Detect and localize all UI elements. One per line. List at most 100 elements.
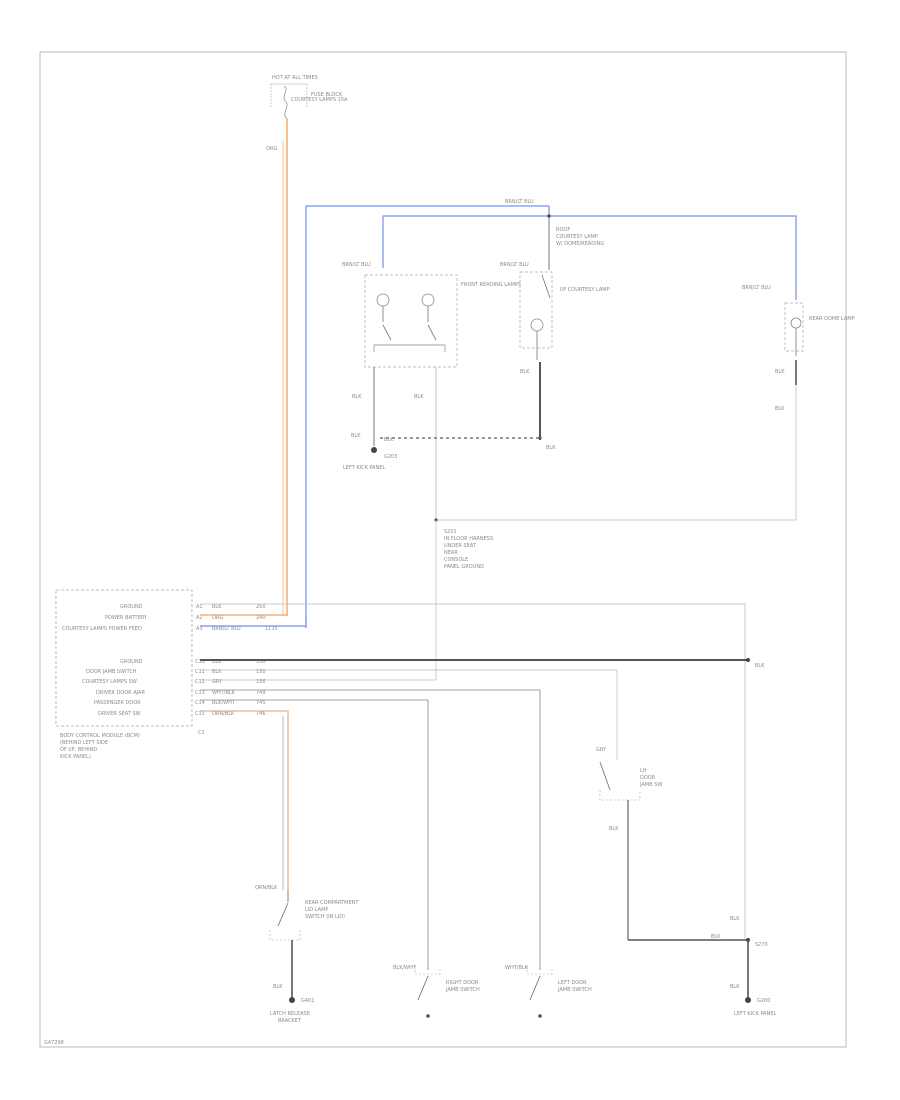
body-control-module: GROUND A1 BLK 250 POWER BATTERY A2 ORG 2…: [55, 589, 278, 760]
fuse-title: HOT AT ALL TIMES: [272, 75, 318, 81]
svg-text:746: 746: [256, 711, 266, 717]
module-connector: C1: [198, 730, 205, 736]
left-door-ground-icon: [538, 1014, 542, 1018]
svg-text:SWITCH (IN LID): SWITCH (IN LID): [305, 914, 345, 920]
svg-text:NEAR: NEAR: [444, 550, 458, 556]
pin-row-c14: PASSENGER DOOR C14 BLK/WHT 745: [94, 700, 266, 706]
g200-location: LEFT KICK PANEL: [734, 1011, 777, 1017]
svg-text:POWER BATTERY: POWER BATTERY: [105, 615, 148, 621]
g200-label: G200: [757, 998, 770, 1004]
front-lamp-name: FRONT READING LAMPS: [461, 282, 521, 288]
svg-text:DOOR: DOOR: [640, 775, 656, 781]
svg-text:BLK: BLK: [212, 604, 222, 610]
right-ground-splice-wire: BLK: [711, 934, 721, 940]
svg-text:A1: A1: [196, 604, 203, 610]
g401-label: G401: [301, 998, 314, 1004]
right-ground-wire-upper: BLK: [730, 916, 740, 922]
svg-text:LATCH RELEASE: LATCH RELEASE: [270, 1011, 310, 1017]
svg-text:240: 240: [256, 615, 266, 621]
svg-text:PANEL GROUND: PANEL GROUND: [444, 564, 484, 570]
svg-text:BLK/WHT: BLK/WHT: [212, 700, 236, 706]
svg-text:GROUND: GROUND: [120, 659, 143, 665]
left-door-jamb-switch: WHT/BLK LEFT DOOR JAMB SWITCH: [505, 965, 592, 1018]
svg-text:WHT/BLK: WHT/BLK: [212, 690, 236, 696]
svg-text:BRN/LT BLU: BRN/LT BLU: [212, 626, 241, 632]
pin-row-a2: POWER BATTERY A2 ORG 240: [105, 615, 266, 621]
left-door-wire: WHT/BLK: [505, 965, 529, 971]
pin-row-a1: GROUND A1 BLK 250: [120, 604, 266, 610]
center-switch-icon: [541, 274, 551, 299]
lh-switch-wire-lower: BLK: [609, 826, 619, 832]
rear-switch-icon: [277, 902, 289, 927]
blue-feed-front: [382, 206, 550, 268]
svg-text:A2: A2: [196, 615, 203, 621]
courtesy-label-1: ROOF: [556, 227, 570, 233]
svg-text:S201: S201: [444, 529, 457, 535]
svg-text:C13: C13: [195, 690, 205, 696]
svg-text:COURTESY LAMPS POWER FEED: COURTESY LAMPS POWER FEED: [62, 626, 142, 632]
svg-text:745: 745: [256, 700, 266, 706]
right-door-switch-icon: [417, 975, 429, 1001]
s270-label: S270: [755, 942, 768, 948]
ground-splice-wire: BLK: [546, 445, 556, 451]
top-splice-wire: BRN/LT BLU: [505, 199, 534, 205]
svg-text:COURTESY LAMPS SW: COURTESY LAMPS SW: [82, 679, 137, 685]
c11-jamb-wire: [200, 669, 618, 760]
svg-text:LH: LH: [640, 768, 647, 774]
svg-text:JAMB SWITCH: JAMB SWITCH: [557, 987, 592, 993]
svg-text:749: 749: [256, 690, 266, 696]
lh-door-jamb-switch: GRY LH DOOR JAMB SW BLK: [596, 747, 662, 940]
svg-text:LEFT DOOR: LEFT DOOR: [558, 980, 587, 986]
svg-text:ORN/BLK: ORN/BLK: [212, 711, 235, 717]
a1-ground-wire: [200, 603, 746, 940]
svg-text:1135: 1135: [265, 626, 278, 632]
g200-ground-icon: [745, 997, 751, 1003]
svg-text:IN FLOOR HARNESS: IN FLOOR HARNESS: [444, 536, 493, 542]
right-ground-label-top: BLK: [755, 663, 765, 669]
center-lamp-name: I/P COURTESY LAMP: [560, 287, 610, 293]
right-ground-wire-lower: BLK: [730, 984, 740, 990]
svg-text:C11: C11: [195, 669, 205, 675]
top-splice-dot: [547, 214, 551, 218]
ground-left-icon: [371, 447, 377, 453]
rear-dome-lamp: BRN/LT BLU REAR DOME LAMP BLK BLK: [436, 285, 855, 521]
pin-row-c16: GROUND C16 BLK 350: [120, 659, 266, 665]
svg-text:C15: C15: [195, 711, 205, 717]
rear-compartment-switch: ORN/BLK REAR COMPARTMENT LID LAMP SWITCH…: [255, 885, 359, 1024]
svg-text:JAMB SWITCH: JAMB SWITCH: [445, 987, 480, 993]
module-sub2: OF I/P, BEHIND: [60, 747, 97, 753]
rear-switch-wire: ORN/BLK: [255, 885, 278, 891]
front-switch-right-icon: [427, 324, 437, 341]
svg-text:GRY: GRY: [212, 679, 223, 685]
svg-text:DOOR JAMB SWITCH: DOOR JAMB SWITCH: [86, 669, 137, 675]
fuse-icon: [283, 85, 288, 119]
svg-text:C12: C12: [195, 679, 205, 685]
blue-feed-rear: [549, 215, 797, 300]
svg-text:350: 350: [256, 659, 266, 665]
splice-label: S201 IN FLOOR HARNESS UNDER SEAT NEAR CO…: [444, 529, 493, 570]
pin-row-c12: COURTESY LAMPS SW C12 GRY 156: [82, 679, 266, 685]
center-lamp-wire: BRN/LT BLU: [500, 262, 529, 268]
rear-lamp-name: REAR DOME LAMP: [809, 316, 855, 322]
lh-switch-icon: [599, 761, 611, 791]
rear-ground-wire: BLK: [775, 406, 785, 412]
fuse-box: FUSE BLOCK: [311, 92, 343, 98]
blue-feed-wire: [305, 205, 549, 628]
module-title: BODY CONTROL MODULE (BCM): [60, 733, 140, 739]
rear-lamp-wire-lower: BLK: [775, 369, 785, 375]
rear-lamp-wire: BRN/LT BLU: [742, 285, 771, 291]
fuse-wire-color: ORG: [266, 146, 277, 152]
right-door-wire: BLK/WHT: [393, 965, 417, 971]
svg-text:C14: C14: [195, 700, 205, 706]
svg-text:CONSOLE: CONSOLE: [444, 557, 468, 563]
svg-text:ORG: ORG: [212, 615, 223, 621]
front-reading-lamps: BRN/LT BLU FRONT READING LAMPS BLK BLK: [342, 262, 521, 520]
svg-text:BLK: BLK: [212, 669, 222, 675]
front-lamp-left-icon: [376, 293, 390, 307]
courtesy-label-3: W/ DOME/READING: [556, 241, 604, 247]
pin-row-c11: DOOR JAMB SWITCH C11 BLK 150: [86, 669, 266, 675]
svg-text:150: 150: [256, 669, 266, 675]
svg-text:RIGHT DOOR: RIGHT DOOR: [446, 980, 479, 986]
svg-text:A3: A3: [196, 626, 203, 632]
c15-rear-switch-wire: [200, 710, 289, 890]
